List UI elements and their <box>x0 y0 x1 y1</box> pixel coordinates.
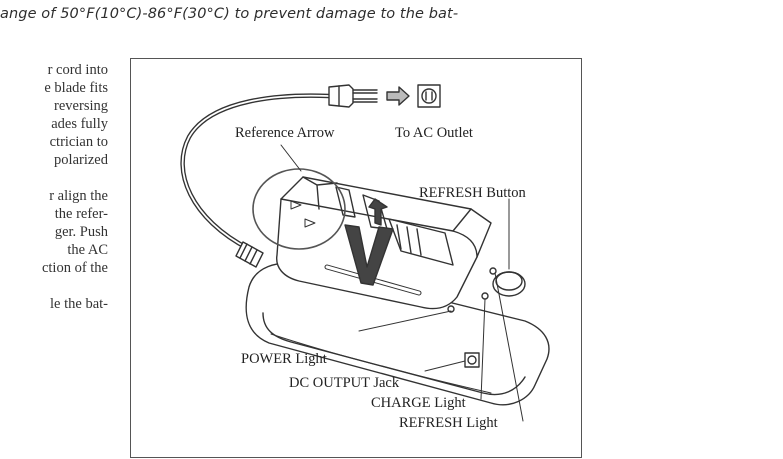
charger-illustration: Reference Arrow To AC Outlet REFRESH But… <box>130 58 582 458</box>
left-text-line: polarized <box>54 152 108 168</box>
dc-output-jack <box>464 352 480 368</box>
left-text-line: the refer- <box>54 206 108 222</box>
power-light-indicator <box>447 305 455 313</box>
left-text-line: ades fully <box>51 116 108 132</box>
left-text-line: the AC <box>67 242 108 258</box>
arrow-right-icon <box>386 86 410 106</box>
leader-reference <box>280 144 302 172</box>
leader-dc-output <box>424 360 466 372</box>
refresh-button <box>492 271 526 297</box>
reference-arrow-icon <box>290 200 302 210</box>
left-text-line: r align the <box>49 188 108 204</box>
left-text-line: reversing <box>54 98 108 114</box>
left-text-line: ger. Push <box>54 224 108 240</box>
left-text-line: r cord into <box>47 62 108 78</box>
outlet-icon <box>417 84 441 108</box>
charge-light-indicator <box>481 292 489 300</box>
label-charge-light: CHARGE Light <box>371 395 466 411</box>
cord-strain-relief <box>235 241 264 268</box>
top-text-line: ange of 50°F(10°C)-86°F(30°C) to prevent… <box>0 6 459 22</box>
label-power-light: POWER Light <box>241 351 327 367</box>
insert-direction-arrow <box>344 198 394 286</box>
plug-icon <box>328 84 378 108</box>
left-text-line: e blade fits <box>44 80 108 96</box>
label-refresh-button: REFRESH Button <box>419 185 526 201</box>
charger-drawing <box>180 84 550 422</box>
left-text-line: ction of the <box>41 260 108 276</box>
left-text-line: ctrician to <box>49 134 108 150</box>
label-ac-outlet: To AC Outlet <box>395 125 473 141</box>
label-reference-arrow: Reference Arrow <box>235 125 335 141</box>
label-refresh-light: REFRESH Light <box>399 415 498 431</box>
leader-charge <box>480 298 486 400</box>
left-text-line: le the bat- <box>50 296 108 312</box>
leader-refresh-light <box>494 272 524 422</box>
label-dc-output-jack: DC OUTPUT Jack <box>289 375 400 391</box>
leader-power <box>358 310 452 332</box>
refresh-light-indicator <box>489 267 497 275</box>
